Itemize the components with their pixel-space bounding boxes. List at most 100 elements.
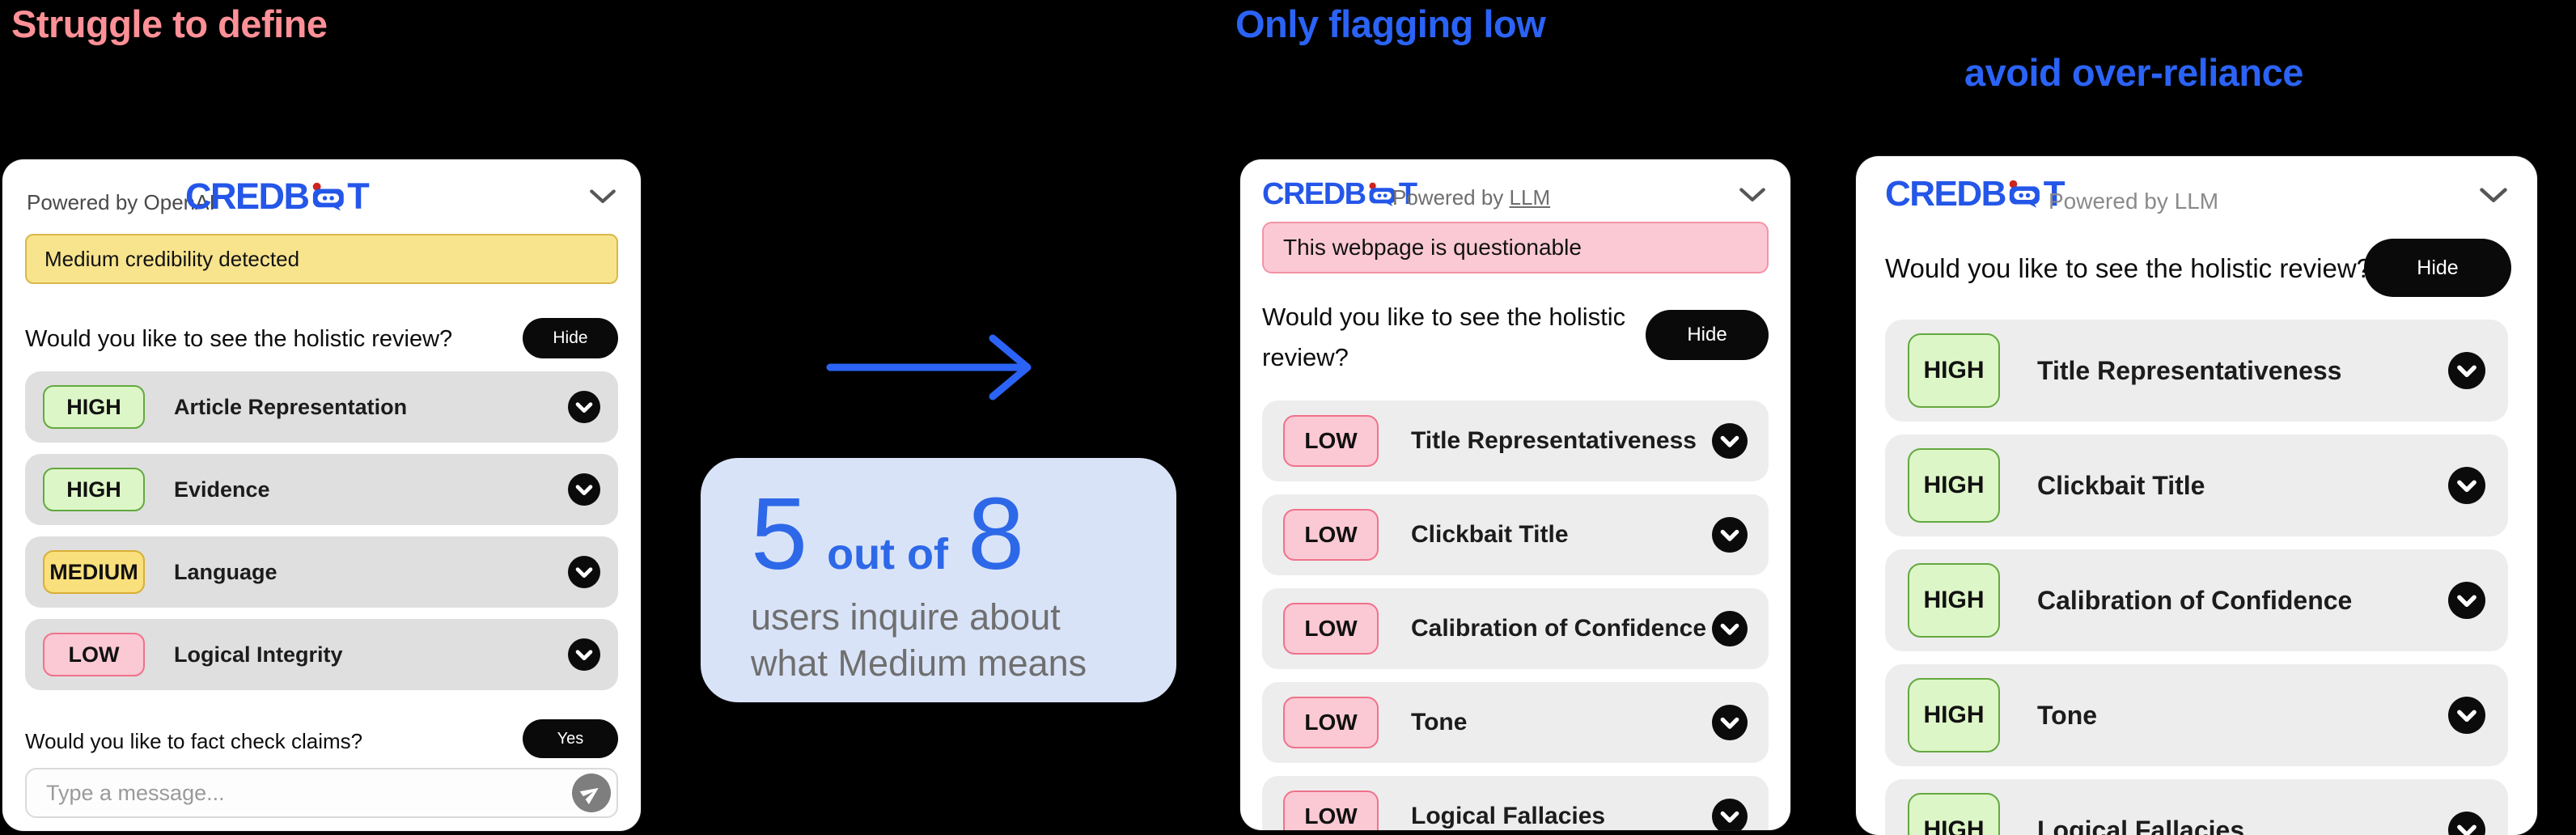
robot-head-icon <box>312 182 344 211</box>
credbot-card-llm-high: CREDB T Powered by LLM Would you like to… <box>1856 156 2537 835</box>
review-item-calibration-of-confidence[interactable]: HIGH Calibration of Confidence <box>1885 549 2508 651</box>
stat-numbers: 5 out of 8 <box>751 477 1144 591</box>
item-label: Clickbait Title <box>1411 521 1569 548</box>
item-label: Tone <box>2037 700 2098 730</box>
credbot-card-openai: Powered by OpenAI CREDB T Medium credibi… <box>2 159 641 831</box>
expand-chevron-icon[interactable] <box>1712 705 1748 740</box>
robot-head-icon <box>1369 182 1396 207</box>
expand-chevron-icon[interactable] <box>568 638 600 671</box>
level-badge: LOW <box>1283 790 1379 830</box>
item-label: Language <box>174 559 278 584</box>
item-label: Title Representativeness <box>2037 355 2342 385</box>
level-badge: HIGH <box>43 385 145 429</box>
review-item-tone[interactable]: LOW Tone <box>1262 682 1769 763</box>
collapse-chevron-icon[interactable] <box>589 189 616 205</box>
level-badge: HIGH <box>43 468 145 511</box>
level-badge: MEDIUM <box>43 550 145 594</box>
expand-chevron-icon[interactable] <box>2448 467 2485 504</box>
level-badge: LOW <box>1283 697 1379 748</box>
llm-link[interactable]: LLM <box>1509 185 1551 210</box>
holistic-review-question: Would you like to see the holistic revie… <box>1885 253 2372 283</box>
expand-chevron-icon[interactable] <box>568 473 600 506</box>
credibility-banner-questionable: This webpage is questionable <box>1262 222 1769 273</box>
expand-chevron-icon[interactable] <box>568 391 600 423</box>
expand-chevron-icon[interactable] <box>1712 423 1748 459</box>
stat-caption-line1: users inquire about <box>751 596 1061 638</box>
review-item-logical-fallacies[interactable]: LOW Logical Fallacies <box>1262 776 1769 830</box>
expand-chevron-icon[interactable] <box>1712 799 1748 830</box>
level-badge: HIGH <box>1908 333 2000 408</box>
yes-button[interactable]: Yes <box>523 719 618 758</box>
review-item-logical-fallacies[interactable]: HIGH Logical Fallacies <box>1885 779 2508 835</box>
message-input[interactable] <box>27 780 572 806</box>
stat-denominator: 8 <box>968 477 1025 591</box>
powered-by-label: Powered by OpenAI <box>27 190 215 214</box>
review-item-clickbait-title[interactable]: LOW Clickbait Title <box>1262 494 1769 575</box>
item-label: Logical Integrity <box>174 642 343 667</box>
hide-button[interactable]: Hide <box>1646 310 1769 360</box>
credbot-logo: CREDB T <box>185 176 370 218</box>
review-item-title-representativeness[interactable]: LOW Title Representativeness <box>1262 401 1769 481</box>
expand-chevron-icon[interactable] <box>2448 812 2485 835</box>
credbot-logo: CREDB T <box>1262 177 1417 212</box>
expand-chevron-icon[interactable] <box>1712 611 1748 646</box>
review-item-language[interactable]: MEDIUM Language <box>25 536 618 608</box>
holistic-review-question: Would you like to see the holistic revie… <box>25 326 453 352</box>
review-item-list: HIGH Article Representation HIGH Evidenc… <box>25 371 618 690</box>
item-label: Calibration of Confidence <box>1411 615 1707 642</box>
review-item-logical-integrity[interactable]: LOW Logical Integrity <box>25 619 618 690</box>
expand-chevron-icon[interactable] <box>568 556 600 588</box>
send-button[interactable] <box>572 774 611 812</box>
collapse-chevron-icon[interactable] <box>2479 187 2508 204</box>
credbot-logo: CREDB T <box>1885 174 2065 214</box>
logo-text-pre: CREDB <box>1262 177 1366 211</box>
level-badge: LOW <box>43 633 145 676</box>
level-badge: HIGH <box>1908 448 2000 523</box>
level-badge: LOW <box>1283 415 1379 467</box>
level-badge: LOW <box>1283 509 1379 561</box>
fact-check-question: Would you like to fact check claims? <box>25 729 363 753</box>
logo-text-post: T <box>2043 174 2065 214</box>
hide-button[interactable]: Hide <box>2364 239 2511 297</box>
hide-button[interactable]: Hide <box>523 318 618 358</box>
right-arrow-icon <box>826 334 1032 401</box>
item-label: Logical Fallacies <box>2037 815 2245 835</box>
logo-text-pre: CREDB <box>1885 174 2006 214</box>
message-input-box <box>25 768 618 818</box>
powered-by-label: Powered by LLM <box>1392 185 1550 210</box>
send-plane-icon <box>579 787 599 805</box>
powered-by-label: Powered by LLM <box>2049 189 2219 214</box>
powered-by-prefix: Powered by <box>1392 185 1510 210</box>
review-item-clickbait-title[interactable]: HIGH Clickbait Title <box>1885 434 2508 536</box>
question-line1: Would you like to see the holistic <box>1262 303 1626 331</box>
collapse-chevron-icon[interactable] <box>1739 187 1766 203</box>
expand-chevron-icon[interactable] <box>2448 697 2485 734</box>
review-item-title-representativeness[interactable]: HIGH Title Representativeness <box>1885 320 2508 422</box>
item-label: Title Representativeness <box>1411 427 1697 454</box>
level-badge: HIGH <box>1908 793 2000 835</box>
question-line2: review? <box>1262 343 1349 371</box>
stat-numerator: 5 <box>751 477 808 591</box>
level-badge: HIGH <box>1908 563 2000 638</box>
stat-connector: out of <box>827 530 949 579</box>
robot-head-icon <box>2009 180 2040 209</box>
item-label: Logical Fallacies <box>1411 803 1606 829</box>
review-item-list: LOW Title Representativeness LOW Clickba… <box>1262 401 1769 830</box>
stat-caption: users inquire about what Medium means <box>751 594 1144 686</box>
review-item-calibration-of-confidence[interactable]: LOW Calibration of Confidence <box>1262 588 1769 669</box>
review-item-article-representation[interactable]: HIGH Article Representation <box>25 371 618 443</box>
expand-chevron-icon[interactable] <box>2448 352 2485 389</box>
review-item-evidence[interactable]: HIGH Evidence <box>25 454 618 525</box>
level-badge: LOW <box>1283 603 1379 655</box>
item-label: Article Representation <box>174 394 408 419</box>
logo-text-post: T <box>1398 177 1417 211</box>
level-badge: HIGH <box>1908 678 2000 752</box>
credbot-card-llm-low: CREDB T Powered by LLM This webpage is q… <box>1240 159 1790 830</box>
expand-chevron-icon[interactable] <box>2448 582 2485 619</box>
item-label: Evidence <box>174 477 270 502</box>
item-label: Clickbait Title <box>2037 470 2205 500</box>
annotation-only-flagging-low: Only flagging low <box>1235 2 1546 45</box>
logo-text-pre: CREDB <box>185 176 310 217</box>
review-item-tone[interactable]: HIGH Tone <box>1885 664 2508 766</box>
expand-chevron-icon[interactable] <box>1712 517 1748 553</box>
